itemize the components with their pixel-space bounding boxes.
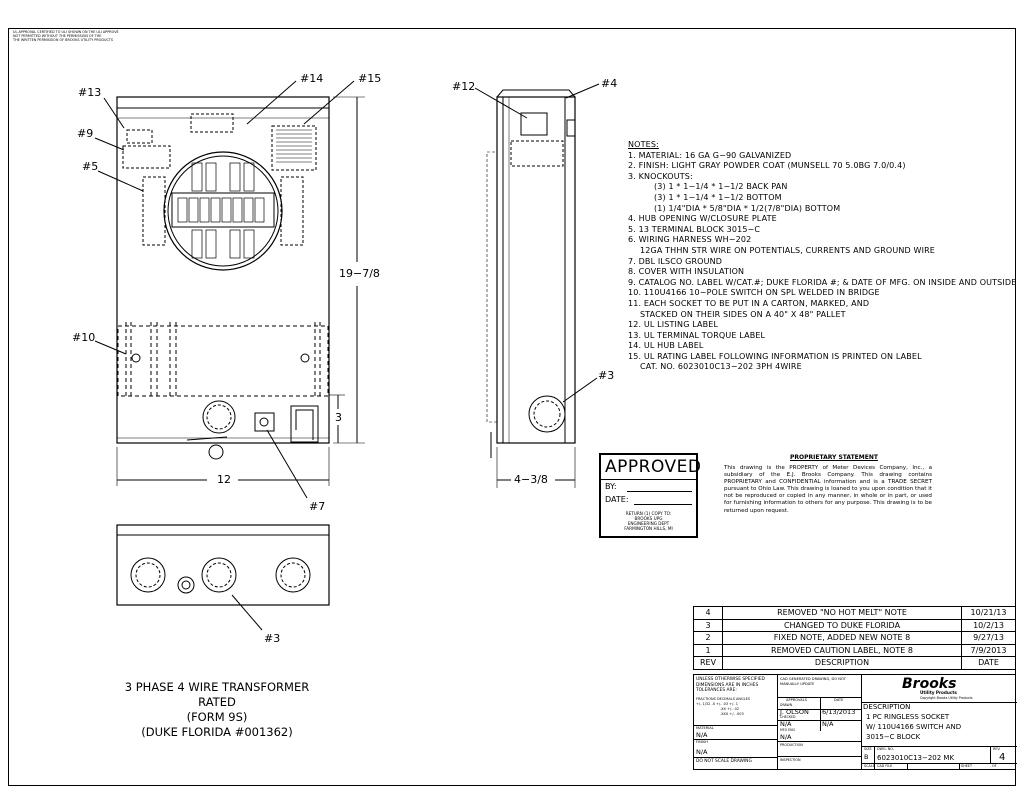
callout-15: #15 (358, 72, 382, 85)
note-line: STACKED ON THEIR SIDES ON A 40" X 48" PA… (640, 309, 846, 319)
brand-logo: Brooks (902, 676, 957, 692)
dim-knockout: 3 (335, 411, 342, 424)
note-line: 10. 110U4166 10−POLE SWITCH ON SPL WELDE… (628, 288, 880, 298)
notes-block: NOTES: 1. MATERIAL: 16 GA G−90 GALVANIZE… (628, 140, 1016, 373)
note-line: 7. DBL ILSCO GROUND (628, 256, 723, 266)
dim-height: 19−7/8 (339, 267, 380, 280)
note-line: 12. UL LISTING LABEL (628, 320, 719, 330)
drawing-number: 6023010C13−202 MK (877, 754, 955, 762)
callout-3-bottom: #3 (264, 632, 281, 645)
note-line: CAT. NO. 6023010C13−202 3PH 4WIRE (640, 362, 802, 372)
front-view (94, 80, 365, 499)
notes-title: NOTES: (628, 140, 659, 149)
callout-5: #5 (82, 160, 99, 173)
note-line: 8. COVER WITH INSULATION (628, 267, 745, 277)
callout-9: #9 (77, 127, 94, 140)
part-desc-1: 1 PC RINGLESS SOCKET (866, 713, 950, 721)
note-line: 4. HUB OPENING W/CLOSURE PLATE (628, 214, 777, 224)
note-line: 3. KNOCKOUTS: (628, 171, 693, 181)
sheet-border (8, 28, 1016, 786)
note-line: 15. UL RATING LABEL FOLLOWING INFORMATIO… (628, 351, 922, 361)
side-view (474, 83, 600, 488)
note-line: 12GA THHN STR WIRE ON POTENTIALS, CURREN… (640, 245, 935, 255)
material-value: N/A (696, 731, 708, 739)
proprietary-body: This drawing is the PROPERTY of Meter De… (724, 465, 932, 514)
callout-12: #12 (452, 80, 476, 93)
dim-width: 12 (217, 473, 231, 486)
note-line: 11. EACH SOCKET TO BE PUT IN A CARTON, M… (628, 298, 870, 308)
drawn-date: 6/13/2013 (822, 708, 856, 716)
header-line-1: UL APPROVAL CERTIFIED TO ULI SHOWN ON TH… (13, 30, 119, 34)
return-address: RETURN (1) COPY TO: BROOKS UPG ENGINEERI… (624, 511, 673, 531)
drawing-caption: 3 PHASE 4 WIRE TRANSFORMER RATED (FORM 9… (124, 680, 310, 739)
part-desc-3: 3015−C BLOCK (866, 733, 921, 741)
note-line: 14. UL HUB LABEL (628, 341, 704, 351)
approved-title: APPROVED (605, 457, 702, 477)
dim-depth: 4−3/8 (514, 473, 548, 486)
note-line: (3) 1 * 1−1/4 * 1−1/2 BACK PAN (654, 182, 788, 192)
note-line: 13. UL TERMINAL TORQUE LABEL (628, 330, 766, 340)
drawn-by: J. OLSON (780, 708, 809, 716)
callout-13: #13 (78, 86, 102, 99)
callout-4: #4 (601, 77, 618, 90)
note-line: (3) 1 * 1−1/4 * 1−1/2 BOTTOM (654, 192, 782, 202)
note-line: 2. FINISH: LIGHT GRAY POWDER COAT (MUNSE… (628, 161, 906, 171)
note-line: 9. CATALOG NO. LABEL W/CAT.#; DUKE FLORI… (628, 277, 1017, 287)
approved-date-label: DATE: (605, 495, 629, 504)
header-line-3: THE WRITTEN PERMISSION OF BROOKS UTILITY… (13, 38, 114, 42)
approved-box: APPROVED BY: DATE: RETURN (1) COPY TO: B… (599, 453, 701, 538)
note-line: (1) 1/4"DIA * 5/8"DIA * 1/2(7/8"DIA) BOT… (654, 203, 841, 213)
callout-7: #7 (309, 500, 326, 513)
bottom-view (116, 524, 330, 631)
drawing-rev: 4 (999, 752, 1006, 763)
note-line: 1. MATERIAL: 16 GA G−90 GALVANIZED (628, 150, 792, 160)
callout-3-side: #3 (598, 369, 615, 382)
callout-14: #14 (300, 72, 324, 85)
note-line: 5. 13 TERMINAL BLOCK 3015−C (628, 224, 761, 234)
note-line: 6. WIRING HARNESS WH−202 (628, 235, 752, 245)
tolerance-note: UNLESS OTHERWISE SPECIFIED DIMENSIONS AR… (696, 677, 765, 694)
title-block: UNLESS OTHERWISE SPECIFIED DIMENSIONS AR… (693, 674, 1017, 770)
part-desc-2: W/ 110U4166 SWITCH AND (866, 723, 962, 731)
callout-10: #10 (72, 331, 96, 344)
approved-by-label: BY: (605, 482, 617, 491)
finish-value: N/A (696, 748, 708, 756)
proprietary-title: PROPRIETARY STATEMENT (790, 454, 878, 461)
header-line-2: NOT PERMITTED WITHOUT THE PERMISSION OF … (13, 34, 102, 38)
